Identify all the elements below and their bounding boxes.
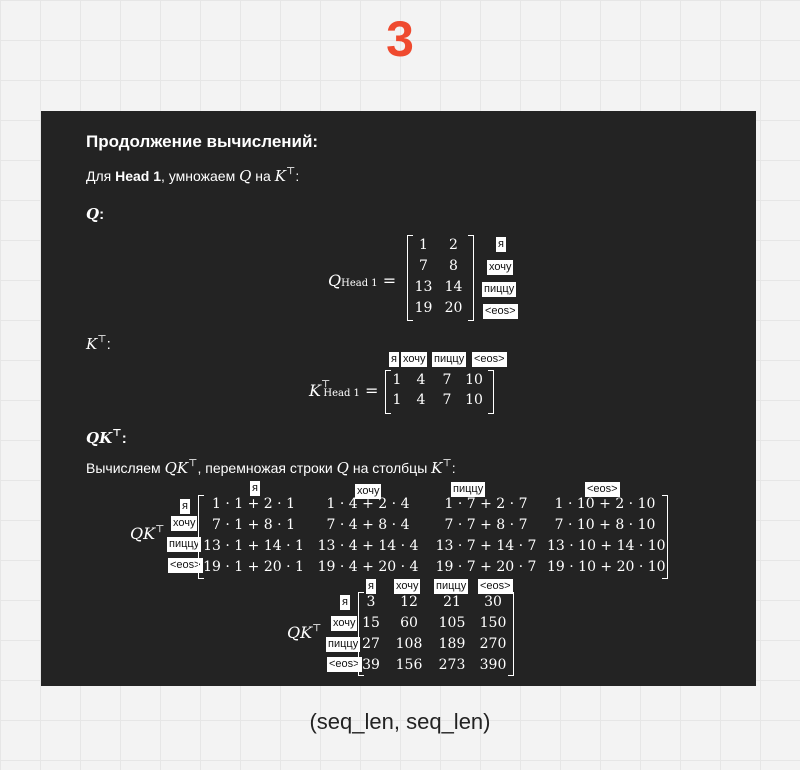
- result-cell: 150: [479, 615, 507, 631]
- kt-head1-lhs: K⊤Head 1 =: [309, 379, 379, 400]
- expr-cell: 7 · 7 + 8 · 7: [444, 517, 528, 533]
- kt-cell: 7: [442, 372, 452, 388]
- expr-cell: 13 · 4 + 14 · 4: [317, 538, 419, 554]
- expr-cell: 7 · 10 + 8 · 10: [554, 517, 656, 533]
- kt-matrix-left-bracket: [385, 370, 391, 414]
- token-tag: хочу: [394, 579, 421, 594]
- expr-cell: 7 · 1 + 8 · 1: [212, 517, 295, 533]
- result-cell: 21: [443, 594, 461, 610]
- result-cell: 27: [362, 636, 380, 652]
- token-tag: <eos>: [585, 482, 620, 497]
- expr-cell: 1 · 4 + 2 · 4: [326, 496, 410, 512]
- q-label: Q:: [86, 205, 105, 223]
- token-tag: я: [250, 481, 260, 496]
- result-cell: 60: [400, 615, 418, 631]
- result-cell: 273: [438, 657, 466, 673]
- expr-cell: 1 · 10 + 2 · 10: [554, 496, 656, 512]
- result-lhs: QK⊤: [287, 623, 322, 642]
- token-tag: <eos>: [327, 657, 362, 672]
- token-tag: я: [340, 595, 350, 610]
- expr-cell: 1 · 7 + 2 · 7: [444, 496, 528, 512]
- token-tag: пиццу: [326, 637, 361, 652]
- token-tag: <eos>: [168, 558, 203, 573]
- q-matrix-left-bracket: [407, 235, 413, 321]
- result-cell: 156: [395, 657, 423, 673]
- kt-cell: 10: [465, 392, 483, 408]
- token-tag: пиццу: [482, 282, 517, 297]
- result-cell: 189: [438, 636, 466, 652]
- result-matrix-left-bracket: [358, 592, 364, 676]
- computation-panel: Продолжение вычислений: Для Head 1, умно…: [41, 111, 756, 686]
- token-tag: <eos>: [483, 304, 518, 319]
- result-cell: 39: [362, 657, 380, 673]
- kt-cell: 4: [416, 392, 426, 408]
- q-cell: 7: [419, 258, 428, 274]
- q-cell: 19: [414, 300, 433, 316]
- token-tag: хочу: [355, 484, 382, 499]
- kt-cell: 1: [392, 392, 402, 408]
- token-tag: <eos>: [472, 352, 507, 367]
- step-number: 3: [386, 11, 414, 67]
- shape-caption: (seq_len, seq_len): [309, 709, 491, 734]
- expr-matrix-right-bracket: [662, 495, 668, 579]
- expr-cell: 1 · 1 + 2 · 1: [212, 496, 295, 512]
- kt-cell: 7: [442, 392, 452, 408]
- token-tag: пиццу: [434, 579, 469, 594]
- q-cell: 20: [444, 300, 463, 316]
- result-matrix-right-bracket: [508, 592, 514, 676]
- result-cell: 270: [479, 636, 507, 652]
- expr-cell: 19 · 10 + 20 · 10: [547, 559, 666, 575]
- expr-cell: 7 · 4 + 8 · 4: [326, 517, 410, 533]
- token-tag: пиццу: [451, 482, 486, 497]
- q-cell: 1: [419, 237, 428, 253]
- result-cell: 390: [479, 657, 507, 673]
- expr-cell: 13 · 10 + 14 · 10: [547, 538, 666, 554]
- kt-cell: 4: [416, 372, 426, 388]
- q-cell: 14: [444, 279, 463, 295]
- result-cell: 105: [438, 615, 466, 631]
- q-matrix-right-bracket: [468, 235, 474, 321]
- token-tag: я: [366, 579, 376, 594]
- expr-cell: 19 · 1 + 20 · 1: [203, 559, 304, 575]
- q-cell: 2: [449, 237, 458, 253]
- result-cell: 108: [395, 636, 423, 652]
- kt-label: K⊤:: [86, 334, 111, 353]
- kt-cell: 1: [392, 372, 402, 388]
- q-head1-lhs: QHead 1 =: [328, 271, 397, 290]
- expr-matrix-left-bracket: [198, 495, 204, 579]
- token-tag: пиццу: [432, 352, 467, 367]
- kt-cell: 10: [465, 372, 483, 388]
- result-cell: 15: [362, 615, 380, 631]
- compute-text: Вычисляем QK⊤, перемножая строки Q на ст…: [86, 458, 456, 477]
- section-title: Продолжение вычислений:: [86, 132, 319, 151]
- q-cell: 13: [414, 279, 433, 295]
- token-tag: пиццу: [167, 537, 202, 552]
- kt-matrix-right-bracket: [488, 370, 494, 414]
- expr-cell: 13 · 7 + 14 · 7: [435, 538, 537, 554]
- expr-lhs: QK⊤: [130, 524, 165, 543]
- qkt-label: QK⊤:: [86, 428, 127, 447]
- token-tag: я: [180, 499, 190, 514]
- intro-text: Для Head 1, умножаем Q на K⊤:: [86, 166, 300, 185]
- result-cell: 30: [484, 594, 502, 610]
- q-cell: 8: [449, 258, 458, 274]
- result-cell: 3: [366, 594, 376, 610]
- result-cell: 12: [400, 594, 418, 610]
- token-tag: хочу: [331, 616, 358, 631]
- token-tag: я: [389, 352, 399, 367]
- expr-cell: 13 · 1 + 14 · 1: [203, 538, 304, 554]
- expr-cell: 19 · 4 + 20 · 4: [317, 559, 419, 575]
- token-tag: хочу: [171, 516, 198, 531]
- expr-cell: 19 · 7 + 20 · 7: [435, 559, 537, 575]
- token-tag: хочу: [487, 260, 514, 275]
- token-tag: хочу: [401, 352, 428, 367]
- token-tag: <eos>: [478, 579, 513, 594]
- token-tag: я: [496, 237, 506, 252]
